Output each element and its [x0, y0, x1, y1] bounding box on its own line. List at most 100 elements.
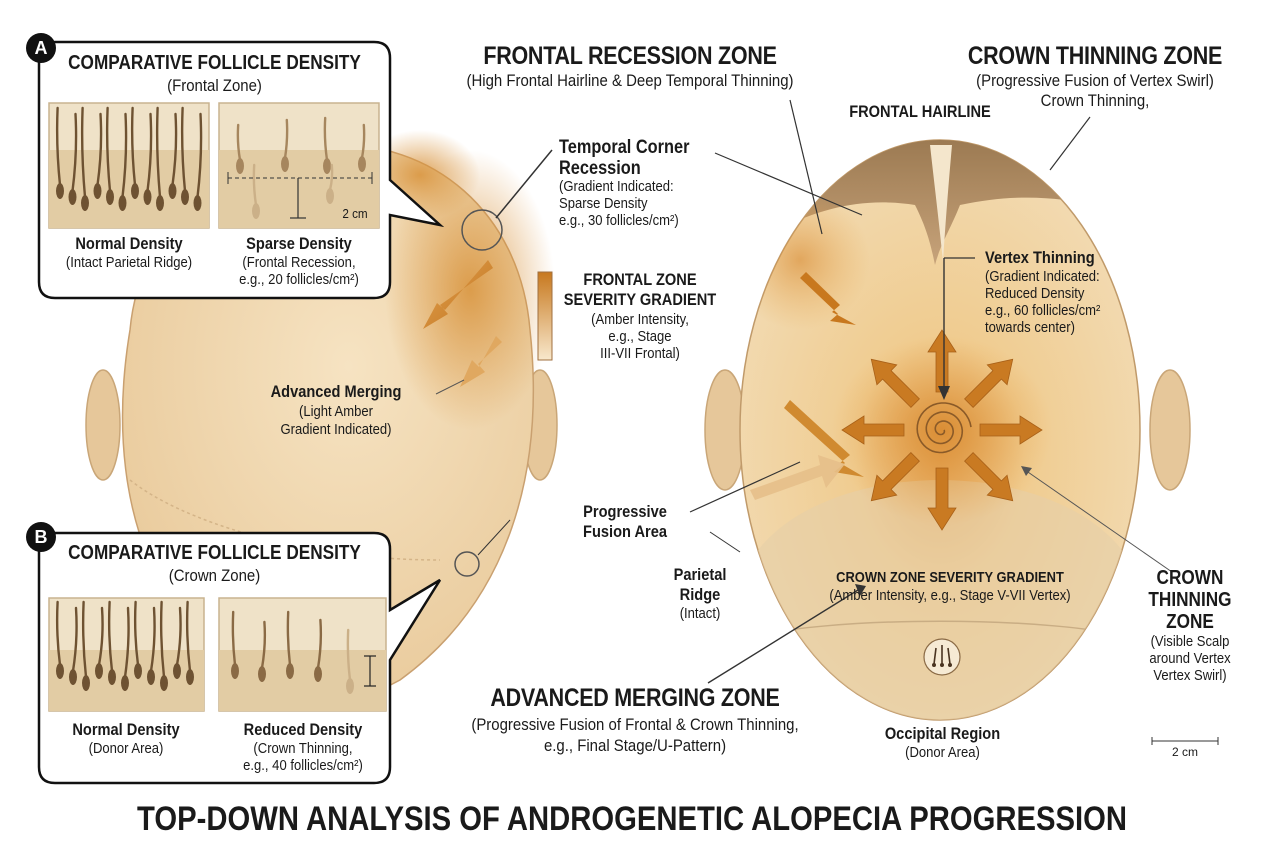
follicle-bulb [160, 675, 168, 691]
hair-strand [96, 112, 103, 187]
hair-strand [71, 112, 78, 193]
follicle-bulb [173, 663, 181, 679]
occipital-title: Occipital Region [884, 724, 1001, 743]
panel-a-right-sub-2: e.g., 20 follicles/cm²) [239, 272, 359, 288]
follicle-bulb [358, 156, 366, 172]
follicle-bulb [326, 188, 334, 204]
follicle-bulb [118, 195, 127, 211]
follicle-bulb [236, 158, 244, 174]
panel-b-subtitle: (Crown Zone) [168, 566, 261, 585]
panel-b-left-sub: (Donor Area) [88, 741, 164, 757]
panel-a-badge: A [26, 33, 56, 63]
progressive-fusion-line-1: Progressive [583, 502, 667, 521]
follicle-cluster-normal [55, 106, 203, 211]
fusion-arrow [784, 400, 864, 477]
frontal-gradient-sub-2: e.g., Stage [608, 329, 672, 345]
frontal-zone-title: FRONTAL RECESSION ZONE [483, 42, 777, 70]
hair-strand [133, 600, 140, 667]
hair-strand [159, 600, 166, 679]
panel-a-left-sub: (Intact Parietal Ridge) [65, 255, 193, 271]
hair-strand [97, 606, 104, 667]
radial-arrow [964, 452, 1014, 502]
frontal-gradient-title-1: FRONTAL ZONE [583, 270, 697, 289]
advanced-merging-sub-1: (Light Amber [299, 404, 373, 420]
parietal-line-2: Ridge [679, 585, 721, 604]
temporal-sub-2: Sparse Density [559, 196, 648, 212]
panel-a-subtitle: (Frontal Zone) [167, 76, 262, 95]
crown-right-sub-1: (Visible Scalp [1150, 634, 1230, 650]
panel-a-left-label: Normal Density [75, 234, 183, 253]
crown-zone-sub-1: (Progressive Fusion of Vertex Swirl) [976, 71, 1214, 90]
crown-right-title-3: ZONE [1166, 611, 1214, 633]
crown-magnifier-circle [454, 551, 480, 577]
radial-arrow [964, 358, 1014, 408]
swirl-line [916, 402, 972, 454]
hair-strand [146, 112, 153, 193]
follicle-bulb [121, 675, 129, 691]
crown-gradient-title: CROWN ZONE SEVERITY GRADIENT [836, 569, 1064, 586]
progressive-fusion-line-2: Fusion Area [583, 522, 667, 541]
hair-strand [105, 106, 112, 193]
follicle-bulb [258, 666, 266, 682]
panel-b-frame [37, 531, 442, 785]
follicle-bulb [131, 183, 139, 199]
follicle-bulb [252, 203, 260, 219]
advanced-merging-title: Advanced Merging [270, 382, 402, 401]
hair-strand [196, 112, 203, 199]
panel-b-badge: B [26, 522, 56, 552]
follicle-bulb [156, 195, 164, 211]
radial-arrow [979, 415, 1043, 445]
leader-lines [689, 99, 1219, 745]
follicle-bulb [134, 663, 142, 679]
frontal-severity-gradient-bar [537, 271, 553, 361]
hair-part [930, 145, 952, 262]
follicle-bulb [106, 189, 114, 205]
crown-right-title-1: CROWN [1156, 567, 1224, 589]
page-title: TOP-DOWN ANALYSIS OF ANDROGENETIC ALOPEC… [137, 800, 1127, 838]
hair-strand [236, 123, 242, 162]
follicle-bulb [56, 183, 64, 199]
vertex-title: Vertex Thinning [985, 248, 1095, 267]
fusion-arrow [800, 272, 856, 325]
vertex-sub-2: Reduced Density [985, 286, 1085, 302]
follicle-bulb [168, 183, 177, 199]
parietal-line-3: (Intact) [679, 606, 721, 622]
radial-arrow [870, 452, 920, 502]
follicle-bulb [346, 678, 354, 694]
temporal-sub-3: e.g., 30 follicles/cm²) [559, 213, 679, 229]
fusion-arrow [750, 455, 845, 500]
crown-right-sub-3: Vertex Swirl) [1153, 668, 1227, 684]
follicle-bulb [193, 195, 202, 211]
frontal-gradient-title-2: SEVERITY GRADIENT [563, 290, 717, 309]
hair-strand [346, 628, 352, 682]
crown-zone-sub-2: Crown Thinning, [1040, 91, 1150, 110]
vertex-sub-4: towards center) [985, 320, 1075, 336]
crown-gradient-sub: (Amber Intensity, e.g., Stage V-VII Vert… [829, 588, 1071, 604]
hair-strand [149, 606, 156, 673]
follicle-cluster-sparse [236, 116, 366, 219]
advanced-zone-sub-1: (Progressive Fusion of Frontal & Crown T… [471, 715, 799, 734]
hair-strand [316, 618, 323, 670]
hair-strand [155, 106, 162, 199]
panel-a-right-label: Sparse Density [246, 234, 352, 253]
frontal-gradient-sub-3: III-VII Frontal) [600, 346, 680, 362]
panel-b-right-sub-1: (Crown Thinning, [253, 741, 353, 757]
temporal-title-2: Recession [559, 158, 641, 179]
hair-strand [180, 106, 187, 193]
hair-strand [185, 600, 192, 673]
radial-arrow [870, 358, 920, 408]
panel-a-right-sub-1: (Frontal Recession, [242, 255, 356, 271]
hair-strand [323, 116, 329, 162]
advanced-merging-sub-2: Gradient Indicated) [280, 422, 392, 438]
crown-right-title-2: THINNING [1148, 589, 1232, 611]
hair-strand [55, 106, 62, 187]
occipital-sub: (Donor Area) [905, 745, 980, 761]
follicle-bulb [68, 189, 77, 205]
follicle-bulb [181, 189, 189, 205]
hair-strand [360, 123, 366, 160]
radial-arrow [927, 467, 957, 531]
advanced-zone-sub-2: e.g., Final Stage/U-Pattern) [543, 736, 727, 755]
follicle-bulb [82, 675, 90, 691]
hair-strand [171, 112, 178, 187]
hair-strand [252, 163, 258, 207]
